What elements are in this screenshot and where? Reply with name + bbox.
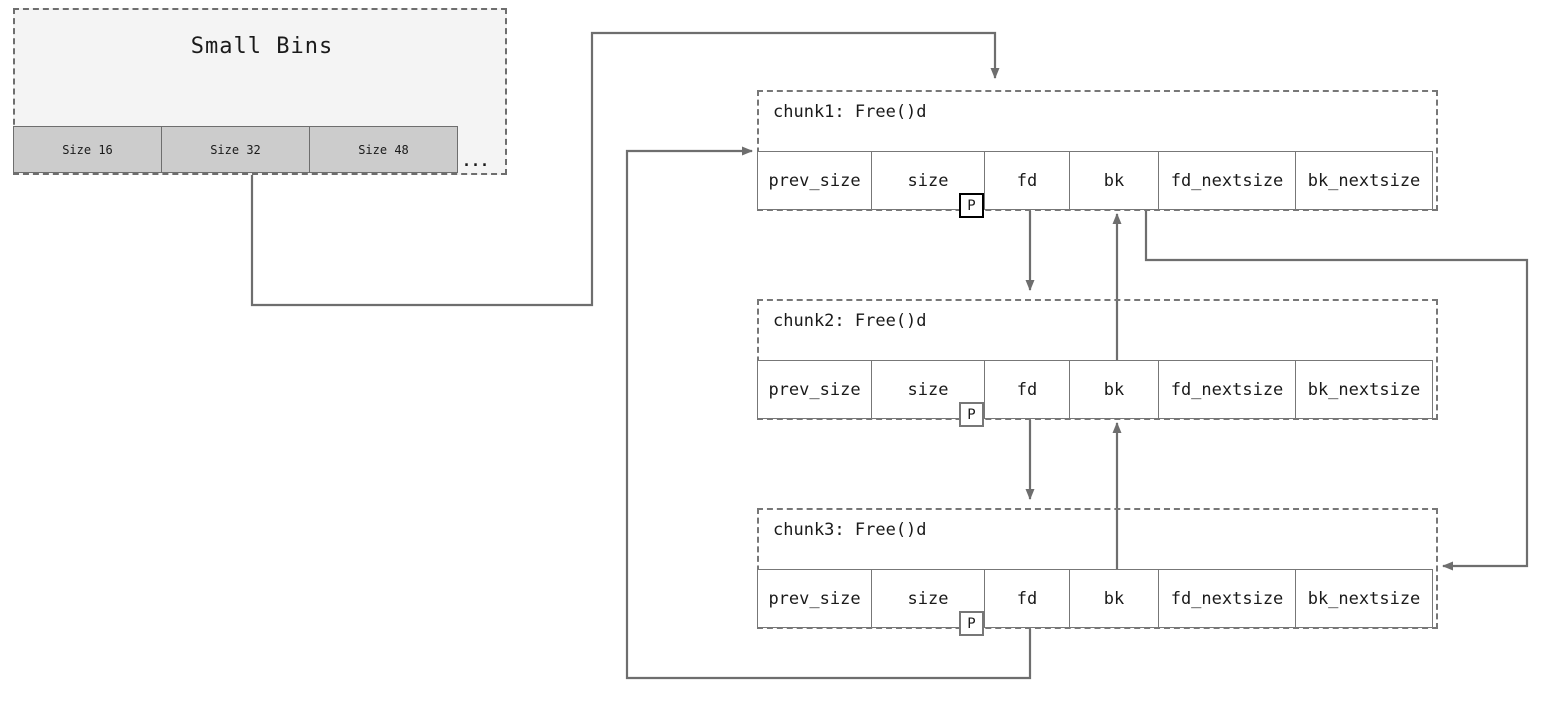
chunk1-prev-inuse-flag: P: [959, 193, 984, 218]
chunk1-field-fd-nextsize[interactable]: fd_nextsize: [1158, 151, 1296, 210]
chunk1-field-bk-nextsize[interactable]: bk_nextsize: [1295, 151, 1433, 210]
chunk3-field-fd-nextsize[interactable]: fd_nextsize: [1158, 569, 1296, 628]
chunk2-field-fd[interactable]: fd: [984, 360, 1070, 419]
chunk2-field-bk[interactable]: bk: [1069, 360, 1159, 419]
bin-cell-size-16[interactable]: Size 16: [13, 126, 162, 173]
bin-cell-size-48[interactable]: Size 48: [309, 126, 458, 173]
chunk3-field-fd[interactable]: fd: [984, 569, 1070, 628]
chunk3-field-prev-size[interactable]: prev_size: [757, 569, 872, 628]
chunk3-box: chunk3: Free()d: [757, 508, 1438, 629]
chunk1-fields: prev_size size fd bk fd_nextsize bk_next…: [757, 151, 1433, 210]
chunk1-field-prev-size[interactable]: prev_size: [757, 151, 872, 210]
chunk2-label: chunk2: Free()d: [773, 311, 927, 331]
chunk3-field-bk[interactable]: bk: [1069, 569, 1159, 628]
chunk3-field-bk-nextsize[interactable]: bk_nextsize: [1295, 569, 1433, 628]
chunk1-field-bk[interactable]: bk: [1069, 151, 1159, 210]
small-bins-size-row: Size 16 Size 32 Size 48: [13, 126, 458, 173]
chunk2-field-fd-nextsize[interactable]: fd_nextsize: [1158, 360, 1296, 419]
chunk2-fields: prev_size size fd bk fd_nextsize bk_next…: [757, 360, 1433, 419]
chunk1-box: chunk1: Free()d: [757, 90, 1438, 211]
chunk3-fields: prev_size size fd bk fd_nextsize bk_next…: [757, 569, 1433, 628]
chunk2-field-prev-size[interactable]: prev_size: [757, 360, 872, 419]
bin-cell-size-32[interactable]: Size 32: [161, 126, 310, 173]
chunk2-box: chunk2: Free()d: [757, 299, 1438, 420]
chunk2-field-bk-nextsize[interactable]: bk_nextsize: [1295, 360, 1433, 419]
chunk1-label: chunk1: Free()d: [773, 102, 927, 122]
chunk2-field-size[interactable]: size: [871, 360, 985, 419]
chunk1-field-fd[interactable]: fd: [984, 151, 1070, 210]
small-bins-title: Small Bins: [190, 34, 334, 59]
chunk3-prev-inuse-flag: P: [959, 611, 984, 636]
chunk2-prev-inuse-flag: P: [959, 402, 984, 427]
chunk3-label: chunk3: Free()d: [773, 520, 927, 540]
small-bins-ellipsis: ...: [462, 152, 490, 170]
